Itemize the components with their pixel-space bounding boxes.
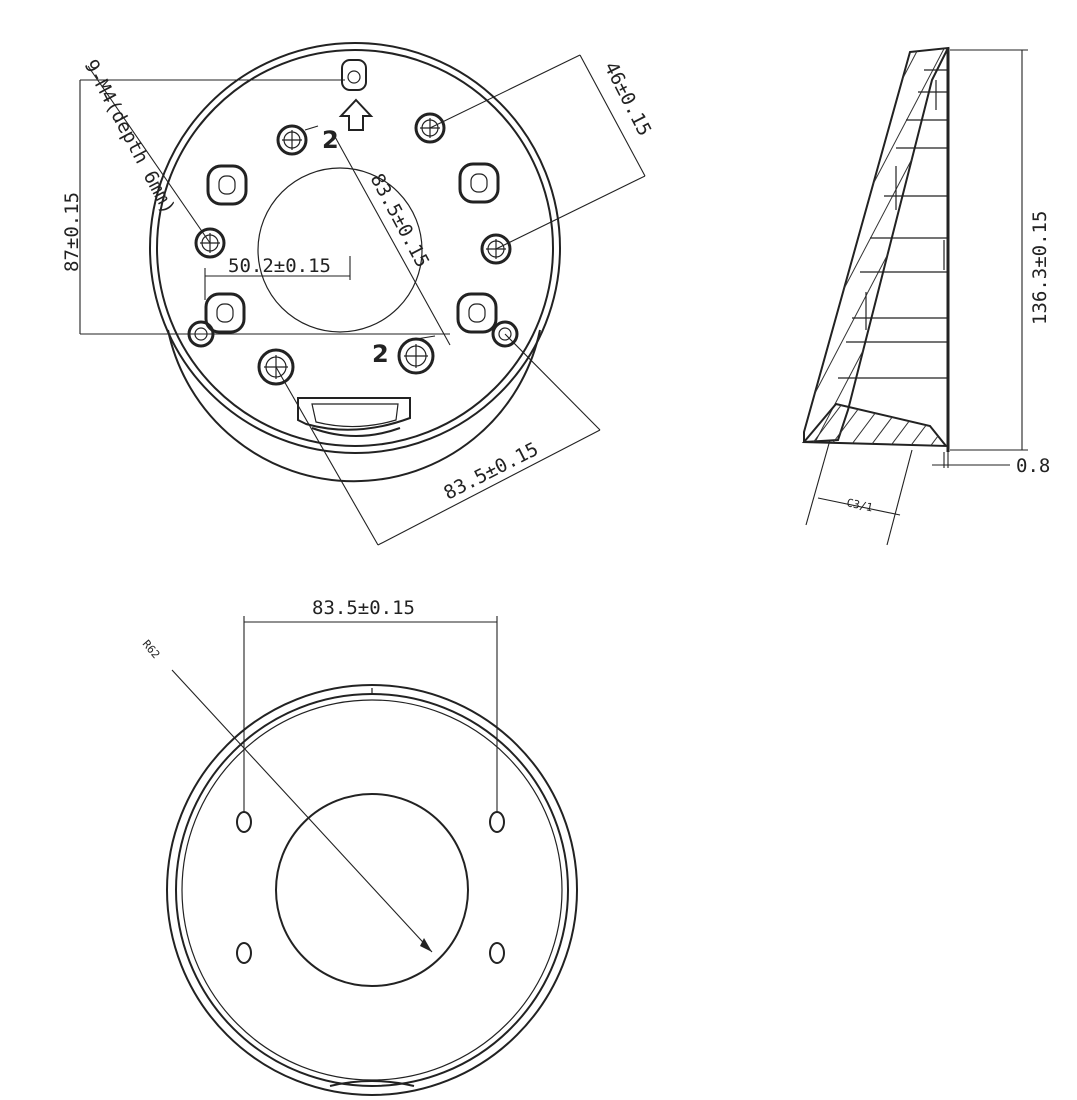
dim-right-46 bbox=[429, 54, 646, 250]
dim-bottom-83 bbox=[275, 333, 601, 546]
side-view-wall-hatch bbox=[804, 48, 948, 442]
dim-radius-label: R62 bbox=[140, 638, 163, 662]
bottom-view-outer-rim bbox=[166, 684, 578, 1096]
top-view: 2 2 87±0.15 50.2±0.15 83.5±0.15 9-M4(dep… bbox=[61, 42, 656, 546]
dim-height-136-label: 136.3±0.15 bbox=[1029, 211, 1051, 325]
dim-radius-leader bbox=[171, 669, 433, 953]
top-view-inner-rim bbox=[156, 49, 554, 447]
dim-height-136 bbox=[950, 49, 1028, 451]
dim-width-83 bbox=[243, 616, 498, 812]
dim-thickness bbox=[932, 452, 1010, 468]
up-arrow-icon bbox=[338, 98, 374, 131]
hole-marker-leader bbox=[304, 125, 319, 131]
top-notch bbox=[341, 59, 367, 91]
bottom-view-inner-rim bbox=[181, 699, 563, 1081]
threaded-hole bbox=[276, 124, 308, 156]
mounting-hole bbox=[489, 811, 505, 833]
dim-radius-arrow bbox=[420, 938, 432, 952]
bottom-view-middle-rim bbox=[175, 693, 569, 1087]
bottom-view: 83.5±0.15 R62 bbox=[140, 597, 578, 1096]
boss bbox=[204, 292, 246, 334]
hole-marker-top: 2 bbox=[322, 126, 339, 154]
bottom-view-center-opening bbox=[275, 793, 469, 987]
threaded-hole bbox=[414, 112, 446, 144]
bottom-slot bbox=[297, 397, 411, 437]
side-view-ribs bbox=[838, 69, 948, 379]
side-view-base bbox=[801, 402, 949, 448]
dim-small-label: C3/1 bbox=[845, 496, 874, 514]
dim-diagonal-leader bbox=[333, 134, 451, 346]
mounting-hole bbox=[236, 811, 252, 833]
side-view-wall bbox=[803, 46, 950, 444]
top-view-center-opening bbox=[257, 167, 423, 333]
boss bbox=[456, 292, 498, 334]
side-view: 136.3±0.15 0.8 C3/1 bbox=[801, 46, 1051, 546]
hole-marker-bottom: 2 bbox=[372, 340, 389, 368]
mounting-hole bbox=[489, 942, 505, 964]
hole-marker-leader bbox=[409, 335, 436, 341]
threaded-hole bbox=[491, 320, 519, 348]
dim-diagonal-label: 83.5±0.15 bbox=[366, 170, 434, 271]
top-view-outer-rim bbox=[149, 42, 561, 454]
threaded-hole bbox=[397, 337, 435, 375]
bottom-notch bbox=[329, 1080, 415, 1087]
boss bbox=[206, 164, 248, 206]
dim-offset-50-label: 50.2±0.15 bbox=[228, 255, 331, 277]
dim-offset-50 bbox=[204, 256, 351, 300]
dim-bottom-83-label: 83.5±0.15 bbox=[440, 438, 542, 504]
mounting-hole bbox=[236, 942, 252, 964]
dim-small bbox=[805, 439, 913, 546]
top-view-lower-rim bbox=[167, 329, 541, 483]
dim-height-87-label: 87±0.15 bbox=[61, 192, 83, 272]
thread-note-leader bbox=[87, 65, 211, 244]
dim-thickness-label: 0.8 bbox=[1016, 455, 1050, 477]
dim-right-46-label: 46±0.15 bbox=[600, 58, 656, 139]
dim-width-83-label: 83.5±0.15 bbox=[312, 597, 415, 619]
dim-height-87 bbox=[79, 79, 450, 335]
boss bbox=[458, 162, 500, 204]
